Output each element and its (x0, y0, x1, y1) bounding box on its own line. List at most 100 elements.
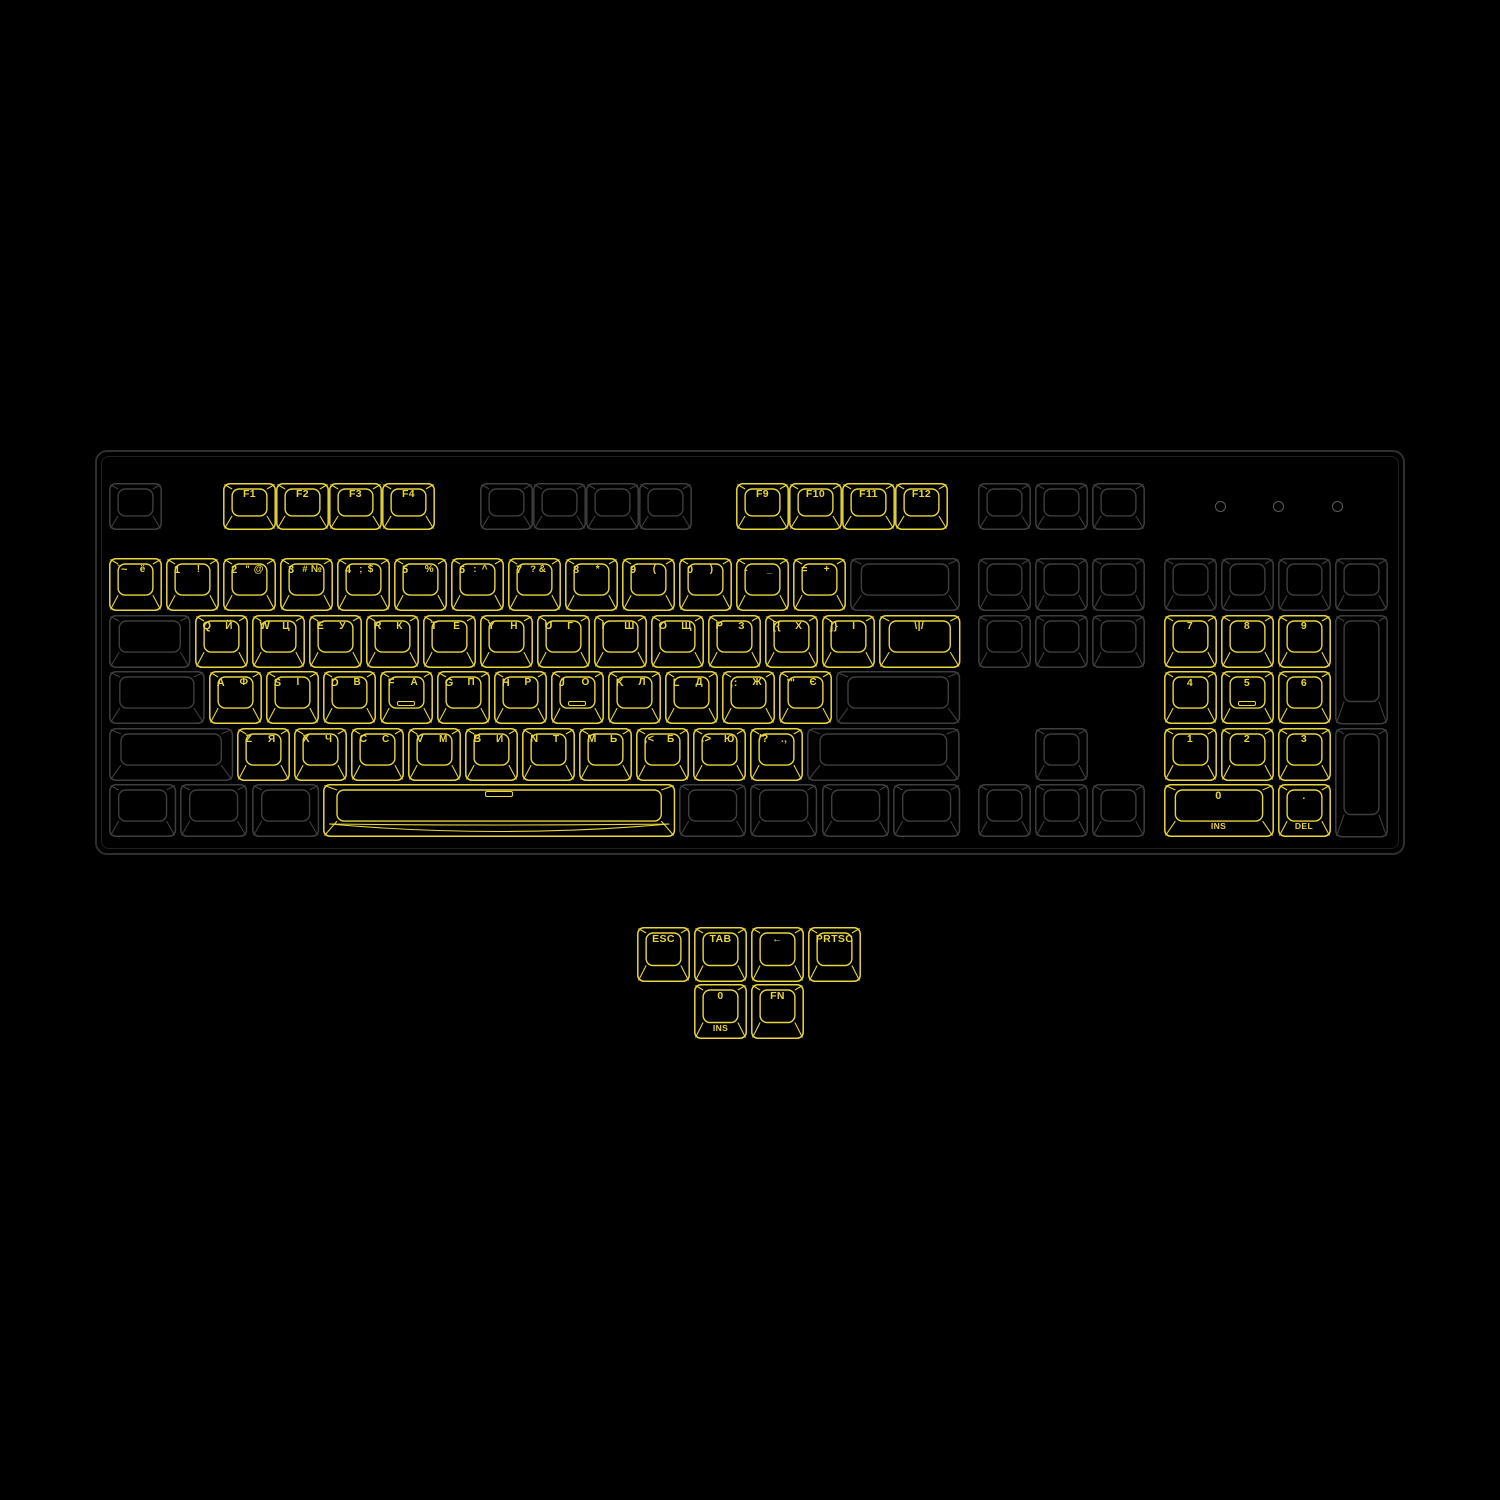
key-delete (978, 614, 1032, 668)
key-legend-9: ( (652, 564, 657, 576)
key-rctrl (892, 784, 960, 837)
key-extra-fn: FN (751, 984, 804, 1039)
key-slash: /?., (750, 727, 804, 781)
key-legend-period: .> (701, 733, 712, 746)
key-grave: `~ё (109, 558, 162, 611)
key-lshift (109, 727, 234, 781)
key-np-4: 4 (1163, 671, 1217, 724)
key-legend-minus: - (743, 563, 749, 576)
key-5: 5% (394, 558, 447, 611)
key-np-add (1334, 614, 1388, 725)
key-legend-1: 1 (173, 563, 181, 576)
key-legend-extra-prtsc: PRTSC (815, 933, 854, 946)
key-legend-r: R (373, 620, 382, 633)
key-legend-j: О (581, 677, 590, 689)
key-lwin (180, 784, 248, 837)
key-legend-np-3: 3 (1300, 733, 1308, 746)
key-legend-a: A (216, 676, 226, 689)
key-period: .>Ю (693, 727, 747, 781)
key-legend-f9: F9 (755, 488, 770, 501)
key-legend-t: T (430, 620, 438, 633)
key-legend-np-0: INS (1210, 821, 1227, 832)
key-quote: '"Є (778, 671, 832, 724)
key-legend-lbracket: Х (795, 620, 803, 632)
key-legend-minus: _ (766, 564, 773, 576)
key-f11: F11 (842, 483, 895, 530)
key-legend-grave: ё (139, 564, 146, 576)
key-legend-np-4: 4 (1186, 676, 1194, 689)
key-legend-v: М (438, 733, 448, 745)
keyboard-case (95, 450, 1405, 855)
key-legend-z: Я (267, 733, 276, 745)
key-np-multiply (1277, 558, 1331, 611)
key-prtsc (978, 483, 1032, 530)
key-legend-i: Ш (624, 620, 635, 632)
key-legend-v: V (416, 733, 424, 746)
key-legend-np-2: 2 (1243, 733, 1251, 746)
indicator-led-2 (1272, 501, 1284, 512)
key-f6 (532, 483, 586, 530)
key-legend-g: G (444, 676, 454, 689)
key-legend-rbracket: ]} (829, 620, 839, 633)
key-legend-quote: '" (786, 676, 796, 689)
key-legend-extra-np-0: 0 (717, 990, 724, 1003)
key-legend-m: M (587, 733, 597, 746)
key-legend-np-dot: . (1302, 789, 1306, 802)
key-legend-y: Y (487, 620, 496, 633)
key-extra-backspace: ← (751, 927, 804, 982)
key-legend-np-1: 1 (1186, 733, 1194, 746)
key-legend-7: 7 (515, 563, 523, 576)
key-rshift (807, 727, 960, 781)
key-legend-backslash: \|/ (914, 620, 925, 633)
key-legend-l: L (672, 676, 680, 689)
key-home (1035, 558, 1089, 611)
key-legend-6: 6 (458, 563, 466, 576)
key-legend-k: Л (638, 677, 646, 689)
homing-bar (1238, 701, 1256, 707)
key-legend-f12: F12 (911, 488, 932, 501)
key-legend-0: 0 (686, 563, 694, 576)
indicator-led-3 (1331, 501, 1343, 512)
key-legend-2: 2 (230, 563, 238, 576)
key-pgdn (1092, 614, 1146, 668)
key-equals: =+ (793, 558, 846, 611)
key-2: 2"@ (223, 558, 276, 611)
key-extra-esc: ESC (637, 927, 690, 982)
key-lbracket: [{Х (764, 614, 818, 668)
key-legend-i: I (601, 620, 605, 633)
key-insert (978, 558, 1032, 611)
key-legend-equals: = (800, 563, 808, 576)
key-backspace (850, 558, 960, 611)
key-legend-np-7: 7 (1186, 620, 1194, 633)
key-legend-l: Д (695, 677, 704, 689)
key-4: 4;$ (337, 558, 390, 611)
key-legend-np-8: 8 (1243, 620, 1251, 633)
key-legend-4: 4 (344, 563, 352, 576)
key-legend-s: І (296, 677, 300, 689)
key-np-dot: .DEL (1277, 784, 1331, 837)
key-f10: F10 (789, 483, 842, 530)
key-rbracket: ]}Ї (821, 614, 875, 668)
key-legend-8: 8 (572, 563, 580, 576)
key-legend-comma: Б (666, 733, 675, 745)
key-legend-slash: ., (780, 733, 788, 745)
key-np-enter (1334, 727, 1388, 838)
key-6: 6:^ (451, 558, 504, 611)
key-legend-f4: F4 (401, 488, 416, 501)
key-legend-n: N (530, 733, 539, 746)
key-legend-w: W (259, 620, 271, 633)
key-legend-equals: + (823, 564, 830, 576)
key-np-5: 5 (1220, 671, 1274, 724)
key-scrlk (1035, 483, 1089, 530)
